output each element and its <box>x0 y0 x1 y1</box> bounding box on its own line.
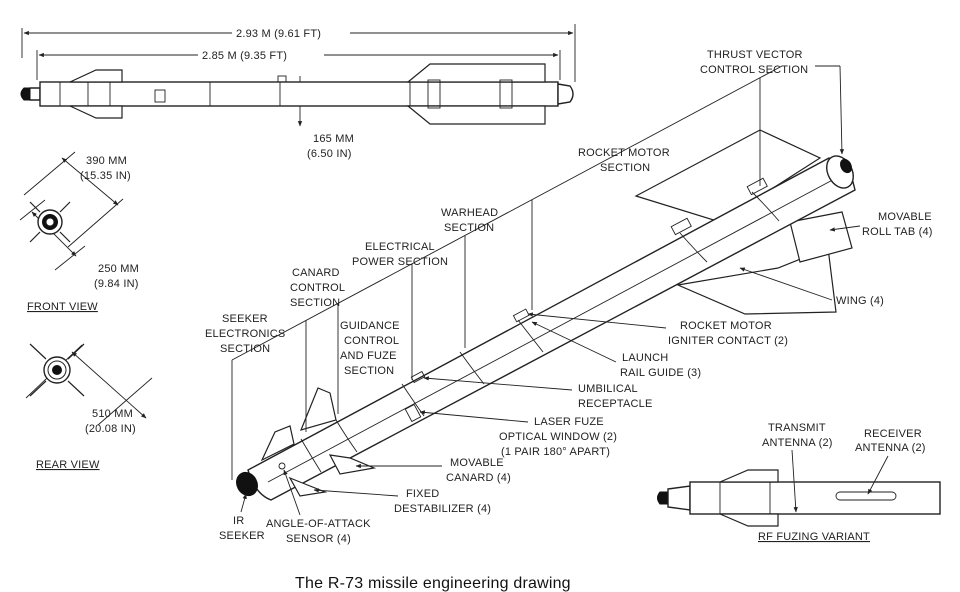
laser-fuze-label-3: (1 PAIR 180° APART) <box>501 446 610 458</box>
main-missile <box>236 129 856 501</box>
diameter-mm-label: 165 MM <box>313 133 354 145</box>
canard-control-1: CANARD <box>292 267 340 279</box>
front-span-2-mm: 250 MM <box>98 263 139 275</box>
umbilical-label-2: RECEPTACLE <box>578 398 653 410</box>
guidance-label-4: SECTION <box>344 365 394 377</box>
umbilical-label-1: UMBILICAL <box>578 383 638 395</box>
seeker-electronics-2: ELECTRONICS <box>205 328 285 340</box>
upper-destabilizer <box>260 425 295 462</box>
receiver-antenna-1: RECEIVER <box>864 428 922 440</box>
lower-canard <box>328 454 377 475</box>
front-view-title: FRONT VIEW <box>27 301 98 313</box>
aoa-label-2: SENSOR (4) <box>286 533 351 545</box>
diameter-in-label: (6.50 IN) <box>307 148 352 160</box>
rf-fuzing-variant: TRANSMIT ANTENNA (2) RECEIVER ANTENNA (2… <box>657 422 941 543</box>
lower-wing <box>675 247 837 315</box>
upper-canard <box>299 387 337 431</box>
laser-fuze-label-1: LASER FUZE <box>534 416 604 428</box>
destabilizer-label-2: DESTABILIZER (4) <box>394 503 491 515</box>
rf-variant-title: RF FUZING VARIANT <box>758 531 870 543</box>
rail-guide-label-1: LAUNCH <box>622 352 668 364</box>
seeker-electronics-3: SECTION <box>220 343 270 355</box>
rail-guide-label-2: RAIL GUIDE (3) <box>620 367 701 379</box>
roll-tab-label-1: MOVABLE <box>878 211 932 223</box>
front-span-2-in: (9.84 IN) <box>94 278 139 290</box>
wing-label: WING (4) <box>836 295 884 307</box>
rear-view: 510 MM (20.08 IN) REAR VIEW <box>25 343 153 471</box>
front-span-1-in: (15.35 IN) <box>80 170 131 182</box>
transmit-antenna-2: ANTENNA (2) <box>762 437 833 449</box>
guidance-label-1: GUIDANCE <box>340 320 400 332</box>
overall-length-label: 2.93 M (9.61 FT) <box>236 28 321 40</box>
guidance-label-3: AND FUZE <box>340 350 397 362</box>
seeker-electronics-1: SEEKER <box>222 313 268 325</box>
rear-view-title: REAR VIEW <box>36 459 100 471</box>
rear-span-in: (20.08 IN) <box>85 423 136 435</box>
side-body <box>39 81 559 107</box>
warhead-section-2: SECTION <box>444 222 494 234</box>
receiver-antenna-2: ANTENNA (2) <box>855 442 926 454</box>
front-span-1-mm: 390 MM <box>86 155 127 167</box>
electrical-power-1: ELECTRICAL <box>365 241 435 253</box>
ir-seeker-dome <box>236 471 258 497</box>
section-labels: THRUST VECTOR CONTROL SECTION ROCKET MOT… <box>205 49 933 545</box>
canard-control-3: SECTION <box>290 297 340 309</box>
ir-seeker-label-1: IR <box>233 515 244 527</box>
rear-span-mm: 510 MM <box>92 408 133 420</box>
roll-tab-label-2: ROLL TAB (4) <box>862 226 933 238</box>
aoa-label-1: ANGLE-OF-ATTACK <box>266 518 371 530</box>
thrust-vector-label-2: CONTROL SECTION <box>700 64 808 76</box>
igniter-label-1: ROCKET MOTOR <box>680 320 772 332</box>
roll-tab <box>789 211 853 263</box>
canard-control-2: CONTROL <box>290 282 345 294</box>
thrust-vector-label-1: THRUST VECTOR <box>707 49 803 61</box>
destabilizer-label-1: FIXED <box>406 488 439 500</box>
figure-caption: The R-73 missile engineering drawing <box>295 575 571 592</box>
laser-fuze-label-2: OPTICAL WINDOW (2) <box>499 431 617 443</box>
top-side-view: 2.93 M (9.61 FT) 2.85 M (9.35 FT) 165 MM… <box>20 24 576 160</box>
ir-seeker-label-2: SEEKER <box>219 530 265 542</box>
transmit-antenna-1: TRANSMIT <box>768 422 826 434</box>
electrical-power-2: POWER SECTION <box>352 256 448 268</box>
igniter-label-2: IGNITER CONTACT (2) <box>668 335 788 347</box>
rocket-motor-section-2: SECTION <box>600 162 650 174</box>
movable-canard-label-2: CANARD (4) <box>446 472 511 484</box>
movable-canard-label-1: MOVABLE <box>450 457 504 469</box>
body-length-label: 2.85 M (9.35 FT) <box>202 50 287 62</box>
warhead-section-1: WARHEAD <box>441 207 498 219</box>
rocket-motor-section-1: ROCKET MOTOR <box>578 147 670 159</box>
guidance-label-2: CONTROL <box>344 335 399 347</box>
front-view: 390 MM (15.35 IN) 250 MM (9.84 IN) FRONT… <box>19 151 139 313</box>
upper-wing <box>634 129 822 223</box>
